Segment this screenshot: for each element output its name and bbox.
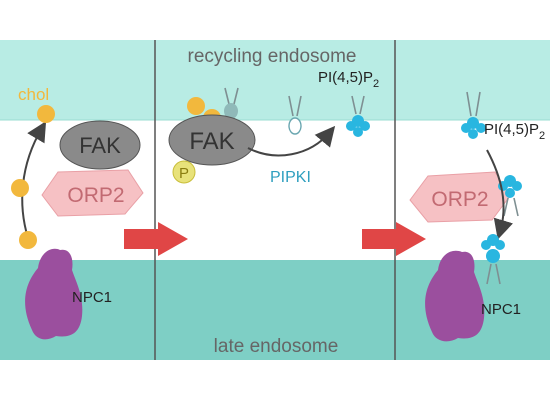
phospho-label: P [179,165,189,182]
npc1-label: NPC1 [72,289,112,306]
pi45p2-transport-arrow [486,149,513,240]
cholesterol-molecule [11,179,29,197]
chol-label: chol [18,85,49,104]
npc1-label: NPC1 [481,301,521,318]
pipki-label: PIPKI [270,169,311,186]
npc1-protein [425,250,485,342]
cholesterol-molecule [37,105,55,123]
fak-protein [168,114,256,166]
cholesterol-molecule [187,97,205,115]
npc1-protein [25,248,83,340]
fak-label: FAK [189,128,234,155]
recycling-endosome-membrane [0,40,550,120]
transition-arrow [362,222,426,256]
orp2-protein [41,169,144,217]
pi45p2-label: PI(4,5)P2 [318,69,379,90]
fak-label: FAK [79,133,121,158]
fak-protein [59,120,141,170]
late-endosome-label: late endosome [214,336,339,357]
pi45p2-lipid [481,234,505,285]
cholesterol-molecule [19,231,37,249]
pi45p2-lipid [498,175,522,217]
transition-arrow [124,222,188,256]
pi-lipid-substrate [288,95,302,135]
orp2-label: ORP2 [431,188,488,211]
pipki-reaction-arrow [247,125,336,157]
pi45p2-lipid [346,95,370,137]
recycling-endosome-label: recycling endosome [188,46,357,67]
pi45p2-label: PI(4,5)P2 [484,121,545,142]
phospho-group [172,160,196,184]
pi45p2-lipid [461,91,486,139]
orp2-label: ORP2 [67,184,124,207]
